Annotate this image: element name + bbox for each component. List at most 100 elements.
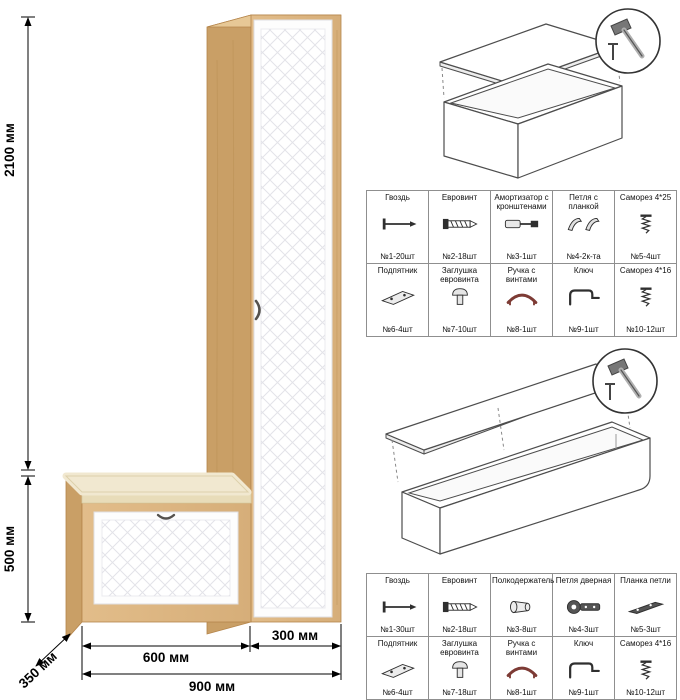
part-label: Полкодержатель (492, 576, 555, 585)
dimensions (21, 16, 342, 680)
hammer-icon (593, 349, 657, 413)
bench-flap-handle (156, 513, 176, 520)
part-cell: Ключ №9-1шт (552, 636, 615, 700)
part-label: Гвоздь (385, 193, 410, 202)
hinge-plate-icon (625, 595, 667, 619)
assembly-step-2-diagram (385, 338, 678, 555)
parts-table-wardrobe: Гвоздь №1-30шт Евровинт №2-18шт Полкодержате… (366, 573, 677, 700)
parts-table-row: Подпятник №6-4шт Заглушка евровинта №7-10шт… (366, 263, 677, 337)
part-count: №4-2к-та (566, 252, 601, 261)
dim-bench-height: 500 мм (2, 526, 17, 572)
part-count: №3-1шт (506, 252, 537, 261)
part-label: Амортизатор с кронштенами (494, 193, 549, 212)
shelf-pin-icon (501, 595, 543, 619)
part-count: №5-3шт (630, 625, 661, 634)
wardrobe-door (253, 19, 333, 618)
furniture-drawing: 2100 мм 500 мм 350 мм 600 мм 300 мм 900 … (2, 14, 342, 694)
part-count: №9-1шт (568, 325, 599, 334)
door-hinge-icon (563, 595, 605, 619)
part-label: Подпятник (377, 266, 418, 275)
bench-seat (62, 472, 252, 496)
part-count: №10-12шт (625, 688, 666, 697)
part-count: №7-10шт (442, 325, 477, 334)
part-label: Подпятник (377, 639, 418, 648)
part-label: Планка петли (620, 576, 671, 585)
foot-pad-icon (377, 658, 419, 682)
part-count: №8-1шт (506, 325, 537, 334)
bench-top-panel-exploded (439, 23, 619, 89)
part-cell: Гвоздь №1-30шт (366, 573, 429, 637)
part-label: Ключ (573, 639, 594, 648)
part-cell: Планка петли №5-3шт (614, 573, 677, 637)
shoe-bench (62, 472, 252, 642)
part-count: №7-18шт (442, 688, 477, 697)
part-cell: Амортизатор с кронштенами №3-1шт (490, 190, 553, 264)
dim-depth: 350 мм (16, 649, 60, 692)
part-count: №8-1шт (506, 688, 537, 697)
bench-carcass (443, 63, 623, 179)
hammer-icon (596, 9, 660, 73)
part-count: №1-30шт (380, 625, 415, 634)
part-label: Петля с планкой (568, 193, 599, 212)
part-cell: Ключ №9-1шт (552, 263, 615, 337)
euro-screw-icon (439, 595, 481, 619)
part-label: Ключ (573, 266, 594, 275)
part-cell: Заглушка евровинта №7-18шт (428, 636, 491, 700)
part-cell: Подпятник №6-4шт (366, 263, 429, 337)
screw-icon (625, 658, 667, 682)
part-cell: Евровинт №2-18шт (428, 573, 491, 637)
part-cell: Гвоздь №1-20шт (366, 190, 429, 264)
part-count: №6-4шт (382, 325, 413, 334)
wardrobe (206, 14, 342, 635)
wardrobe-back-panel-exploded (385, 363, 635, 455)
wardrobe-top-panel (206, 14, 342, 28)
euro-screw-cap-icon (439, 658, 481, 682)
part-label: Саморез 4*25 (619, 193, 672, 202)
part-label: Евровинт (441, 576, 478, 585)
dim-bench-width: 600 мм (143, 650, 189, 665)
bench-front (81, 502, 252, 623)
part-count: №2-18шт (442, 625, 477, 634)
part-count: №3-8шт (506, 625, 537, 634)
part-count: №10-12шт (625, 325, 666, 334)
key-icon (563, 285, 605, 309)
part-count: №2-18шт (442, 252, 477, 261)
bench-seat-edge (81, 491, 252, 504)
part-count: №9-1шт (568, 688, 599, 697)
part-count: №5-4шт (630, 252, 661, 261)
part-label: Заглушка евровинта (440, 639, 479, 658)
wardrobe-door-handle (254, 299, 261, 321)
euro-screw-icon (439, 212, 481, 236)
part-count: №1-20шт (380, 252, 415, 261)
part-cell: Ручка с винтами №8-1шт (490, 263, 553, 337)
dim-total-width: 900 мм (189, 679, 235, 694)
part-label: Гвоздь (385, 576, 410, 585)
part-cell: Полкодержатель №3-8шт (490, 573, 555, 637)
part-label: Петля дверная (555, 576, 612, 585)
part-count: №4-3шт (568, 625, 599, 634)
wardrobe-side-panel (206, 14, 252, 635)
part-cell: Петля с планкой №4-2к-та (552, 190, 615, 264)
euro-screw-cap-icon (439, 285, 481, 309)
nail-icon (377, 595, 419, 619)
part-cell: Саморез 4*25 №5-4шт (614, 190, 677, 264)
part-cell: Петля дверная №4-3шт (552, 573, 615, 637)
part-label: Ручка с винтами (505, 266, 538, 285)
part-label: Саморез 4*16 (619, 639, 672, 648)
parts-table-row: Гвоздь №1-30шт Евровинт №2-18шт Полкодержате… (366, 573, 677, 637)
part-label: Заглушка евровинта (440, 266, 479, 285)
dim-wardrobe-width: 300 мм (272, 628, 318, 643)
wardrobe-door-quilt-pattern (261, 29, 325, 608)
wardrobe-front-frame (250, 14, 342, 623)
part-cell: Заглушка евровинта №7-10шт (428, 263, 491, 337)
nail-icon (377, 212, 419, 236)
hinge-with-plate-icon (563, 212, 605, 236)
screw-icon (625, 212, 667, 236)
dim-total-height: 2100 мм (2, 123, 17, 177)
